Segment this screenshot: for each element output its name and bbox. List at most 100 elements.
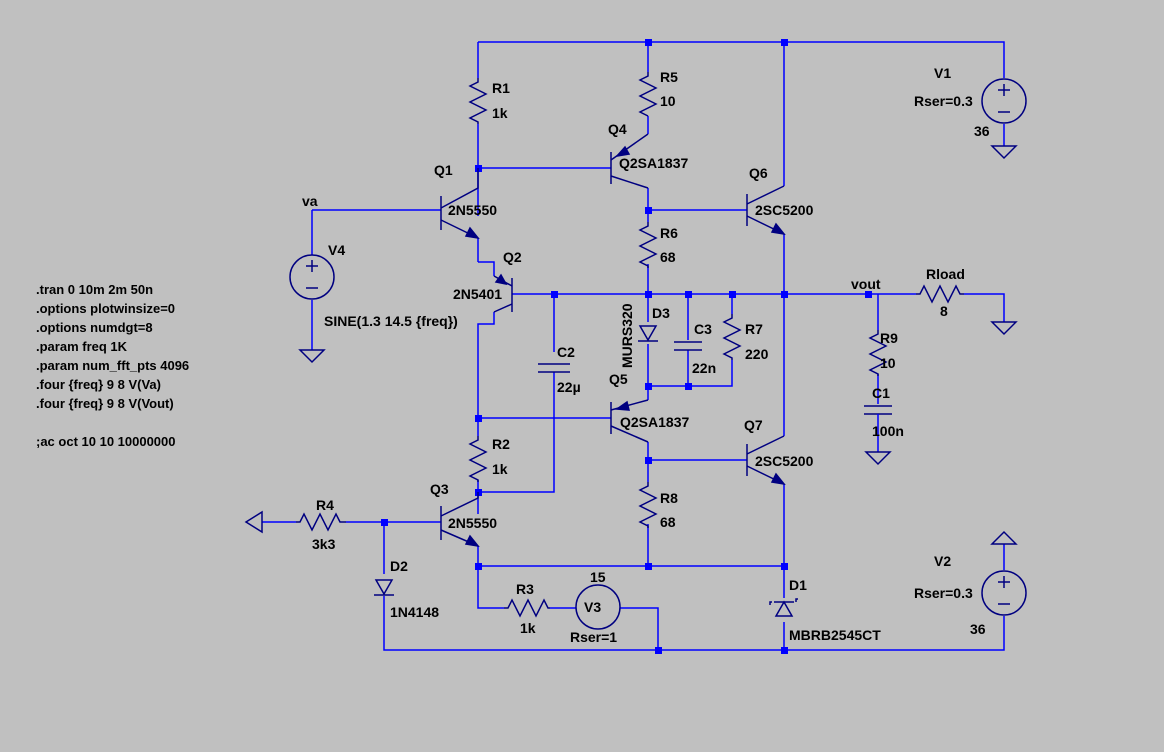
r6-value: 68 xyxy=(660,249,676,265)
r6-name: R6 xyxy=(660,225,678,241)
resistor-r8[interactable] xyxy=(638,482,658,528)
ground-icon xyxy=(298,145,1018,545)
v1-rser: Rser=0.3 xyxy=(914,93,973,109)
component-labels: R1 1k R5 10 Q4 Q2SA1837 Q1 2N5550 Q6 2SC… xyxy=(302,65,990,645)
r5-name: R5 xyxy=(660,69,678,85)
transistor-q6[interactable] xyxy=(746,185,786,236)
d2-model: 1N4148 xyxy=(390,604,439,620)
directive-line: .options numdgt=8 xyxy=(36,320,153,335)
net-vout: vout xyxy=(851,276,881,292)
r5-value: 10 xyxy=(660,93,676,109)
rload-name: Rload xyxy=(926,266,965,282)
capacitor-c3[interactable] xyxy=(674,341,702,351)
c2-value: 22µ xyxy=(557,379,581,395)
v3-name: V3 xyxy=(584,599,601,615)
directive-line: .tran 0 10m 2m 50n xyxy=(36,282,153,297)
c2-name: C2 xyxy=(557,344,575,360)
d2-name: D2 xyxy=(390,558,408,574)
q6-model: 2SC5200 xyxy=(755,202,814,218)
rload-value: 8 xyxy=(940,303,948,319)
input-port-icon[interactable] xyxy=(244,510,263,534)
voltage-source-v1[interactable] xyxy=(981,78,1027,124)
d3-name: D3 xyxy=(652,305,670,321)
transistor-q4[interactable] xyxy=(610,133,649,189)
capacitor-c1[interactable] xyxy=(864,405,892,428)
q5-model: Q2SA1837 xyxy=(620,414,689,430)
v2-name: V2 xyxy=(934,553,951,569)
q2-name: Q2 xyxy=(503,249,522,265)
diode-d2[interactable] xyxy=(374,579,394,596)
resistor-r9[interactable] xyxy=(868,330,888,376)
transistor-q7[interactable] xyxy=(746,435,786,486)
q3-model: 2N5550 xyxy=(448,515,497,531)
transistor-q3[interactable] xyxy=(440,492,480,548)
voltage-source-v2[interactable] xyxy=(981,570,1027,616)
transistor-q2[interactable] xyxy=(493,273,513,313)
c1-name: C1 xyxy=(872,385,890,401)
r8-name: R8 xyxy=(660,490,678,506)
v3-rser: Rser=1 xyxy=(570,629,617,645)
junction-dots xyxy=(381,39,872,654)
resistor-r3[interactable] xyxy=(504,598,550,618)
q7-model: 2SC5200 xyxy=(755,453,814,469)
r8-value: 68 xyxy=(660,514,676,530)
r2-value: 1k xyxy=(492,461,508,477)
c3-value: 22n xyxy=(692,360,716,376)
d3-model: MURS320 xyxy=(619,303,635,368)
v1-name: V1 xyxy=(934,65,951,81)
resistor-rload[interactable] xyxy=(916,284,964,304)
net-va: va xyxy=(302,193,318,209)
directive-line: ;ac oct 10 10 10000000 xyxy=(36,434,176,449)
r1-name: R1 xyxy=(492,80,510,96)
v1-value: 36 xyxy=(974,123,990,139)
voltage-source-v4[interactable] xyxy=(289,254,335,300)
r4-value: 3k3 xyxy=(312,536,336,552)
voltage-source-v3[interactable] xyxy=(575,584,621,630)
q1-model: 2N5550 xyxy=(448,202,497,218)
q3-name: Q3 xyxy=(430,481,449,497)
q4-name: Q4 xyxy=(608,121,627,137)
q2-model: 2N5401 xyxy=(453,286,502,302)
d1-model: MBRB2545CT xyxy=(789,627,881,643)
directive-line: .options plotwinsize=0 xyxy=(36,301,175,316)
d1-name: D1 xyxy=(789,577,807,593)
c3-name: C3 xyxy=(694,321,712,337)
q4-model: Q2SA1837 xyxy=(619,155,688,171)
directive-line: .param freq 1K xyxy=(36,339,128,354)
q1-name: Q1 xyxy=(434,162,453,178)
r7-value: 220 xyxy=(745,346,769,362)
resistor-r5[interactable] xyxy=(638,72,658,117)
transistor-q1[interactable] xyxy=(440,168,480,240)
v4-value: SINE(1.3 14.5 {freq}) xyxy=(324,313,458,329)
r2-name: R2 xyxy=(492,436,510,452)
v2-value: 36 xyxy=(970,621,986,637)
directive-line: .param num_fft_pts 4096 xyxy=(36,358,189,373)
spice-directives: .tran 0 10m 2m 50n .options plotwinsize=… xyxy=(36,282,189,449)
r1-value: 1k xyxy=(492,105,508,121)
resistor-r4[interactable] xyxy=(296,512,346,532)
r9-name: R9 xyxy=(880,330,898,346)
resistor-r2[interactable] xyxy=(468,436,488,482)
v4-name: V4 xyxy=(328,242,345,258)
directive-line: .four {freq} 9 8 V(Va) xyxy=(36,377,161,392)
q6-name: Q6 xyxy=(749,165,768,181)
resistor-r7[interactable] xyxy=(722,314,742,360)
v2-rser: Rser=0.3 xyxy=(914,585,973,601)
v3-value: 15 xyxy=(590,569,606,585)
diode-d1-schottky[interactable] xyxy=(769,598,798,617)
diode-d3[interactable] xyxy=(638,325,658,342)
c1-value: 100n xyxy=(872,423,904,439)
resistor-r1[interactable] xyxy=(468,78,488,124)
r4-name: R4 xyxy=(316,497,334,513)
wires xyxy=(262,41,1005,651)
resistor-r6[interactable] xyxy=(638,222,658,268)
transistor-q5[interactable] xyxy=(610,399,649,443)
q5-name: Q5 xyxy=(609,371,628,387)
r7-name: R7 xyxy=(745,321,763,337)
capacitor-c2[interactable] xyxy=(538,363,570,373)
q7-name: Q7 xyxy=(744,417,763,433)
r3-value: 1k xyxy=(520,620,536,636)
r9-value: 10 xyxy=(880,355,896,371)
r3-name: R3 xyxy=(516,581,534,597)
